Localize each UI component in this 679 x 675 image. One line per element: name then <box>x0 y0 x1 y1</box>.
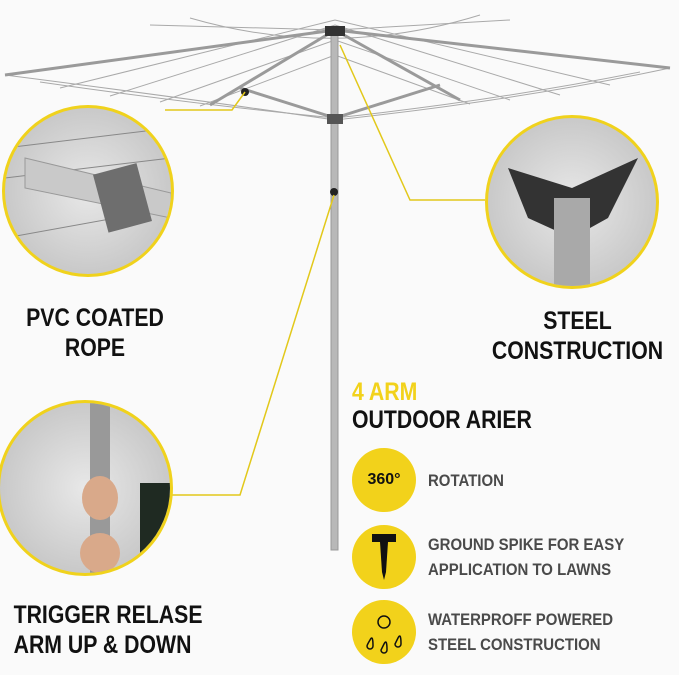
label-line: ROPE <box>64 334 126 362</box>
ground-spike-icon <box>352 525 416 589</box>
label-line: CONSTRUCTION <box>491 337 664 365</box>
sun-rain-icon <box>352 600 416 664</box>
trigger-detail-image <box>0 400 173 576</box>
label-line: TRIGGER RELASE <box>13 601 203 629</box>
feature-rotation: 360° ROTATION <box>352 448 514 512</box>
label-line: PVC COATED <box>26 304 164 332</box>
label-line: STEEL <box>543 307 612 335</box>
title-line-2: OUTDOOR ARIER <box>352 406 532 434</box>
feature-waterproof: WATERPROFF POWERED STEEL CONSTRUCTION <box>352 600 638 664</box>
steel-hub-detail-image <box>485 115 659 289</box>
feature-text: ROTATION <box>428 470 504 490</box>
feature-text: GROUND SPIKE FOR EASY <box>428 535 625 554</box>
feature-text: WATERPROFF POWERED <box>428 610 614 629</box>
feature-text: APPLICATION TO LAWNS <box>428 560 612 579</box>
icon-text: 360° <box>367 471 401 488</box>
label-line: ARM UP & DOWN <box>13 631 192 659</box>
feature-ground-spike: GROUND SPIKE FOR EASY APPLICATION TO LAWN… <box>352 525 651 589</box>
360-rotation-icon: 360° <box>352 448 416 512</box>
title-line-1: 4 ARM <box>352 378 418 406</box>
rope-detail-image <box>2 105 174 277</box>
feature-text: STEEL CONSTRUCTION <box>428 635 601 654</box>
product-title: 4 ARM OUTDOOR ARIER <box>352 378 532 434</box>
